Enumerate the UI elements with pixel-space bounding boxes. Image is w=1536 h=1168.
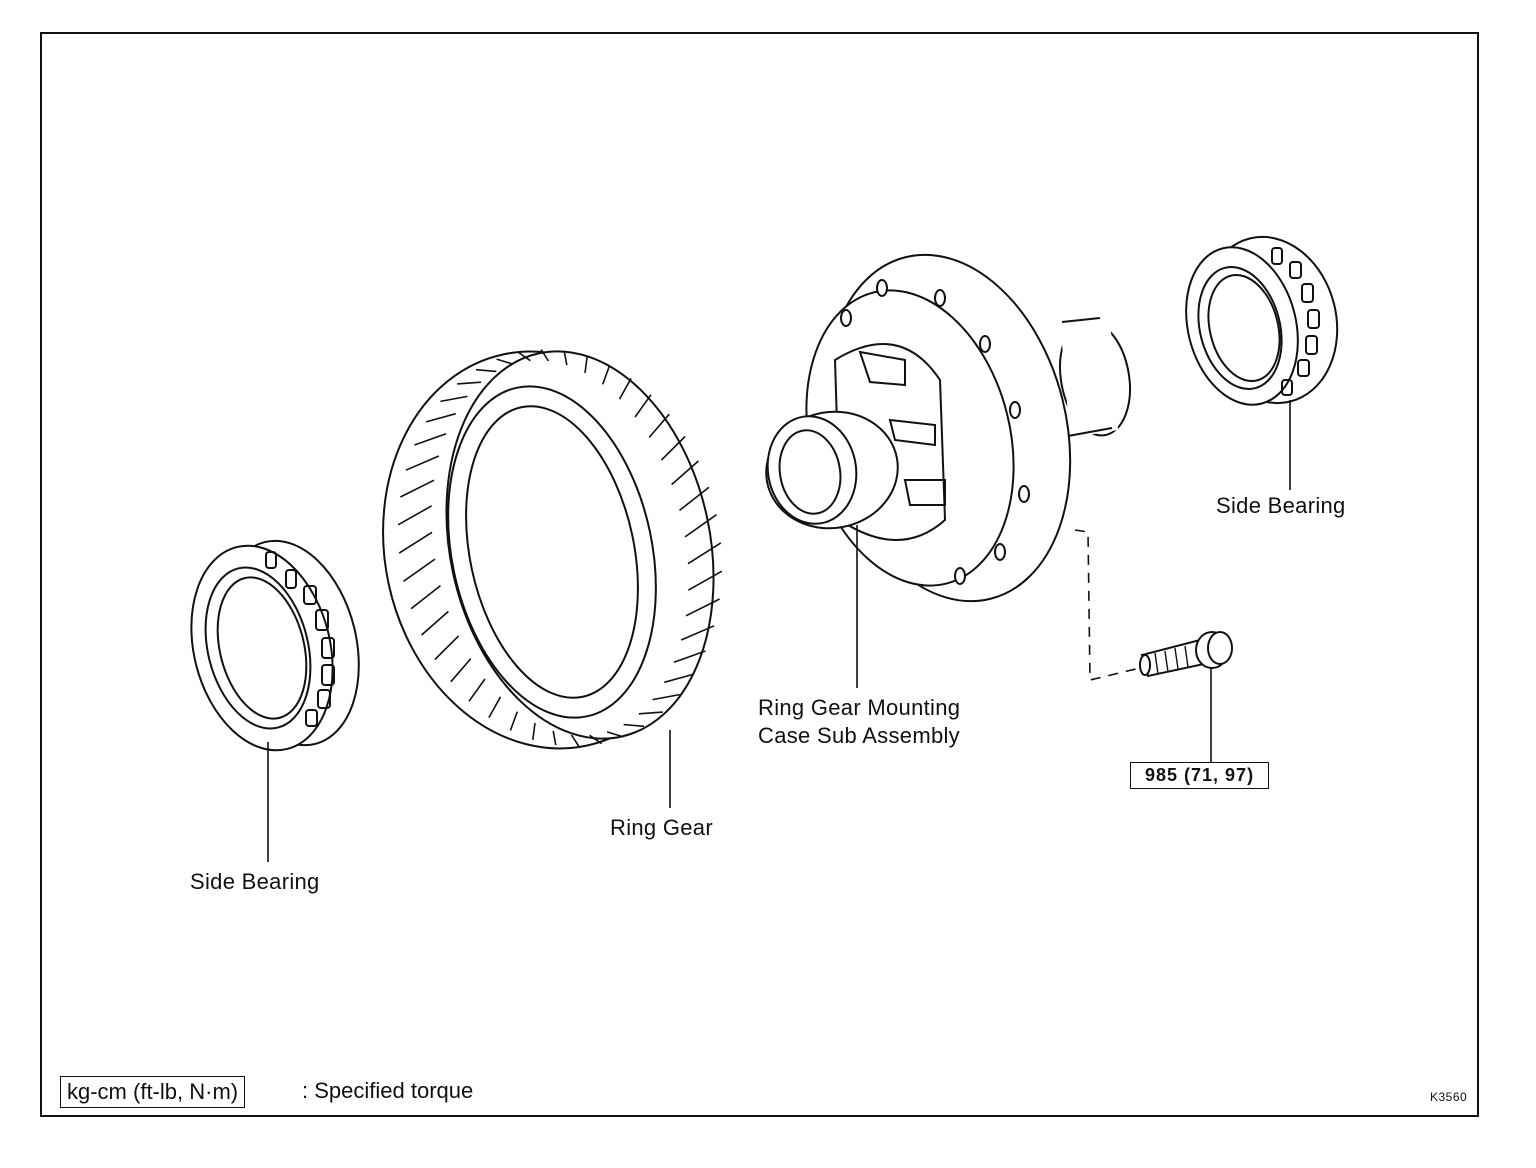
gear-tooth [540,349,550,362]
gear-tooth [673,650,706,664]
gear-tooth [685,598,720,617]
label-side-bearing-left: Side Bearing [190,869,320,894]
gear-tooth [425,412,456,423]
gear-tooth [403,558,436,582]
gear-tooth [660,435,686,461]
case-windows [858,350,946,506]
gear-tooth [398,531,433,554]
bolt-torque-box: 985 (71, 97) [1130,762,1270,789]
label-side-bearing-right: Side Bearing [1216,493,1346,518]
gear-tooth [509,711,519,731]
right-bearing-rollers [1271,247,1320,396]
gear-tooth [488,696,502,718]
frame-border [40,32,1479,1117]
gear-tooth [618,378,632,400]
gear-tooth [414,432,447,446]
gear-tooth [589,734,603,745]
gear-tooth [400,479,435,498]
gear-tooth [606,731,624,738]
figure-code: K3560 [1430,1090,1468,1104]
gear-tooth [664,673,695,684]
gear-tooth [421,610,449,636]
gear-tooth [457,381,482,385]
gear-tooth [440,395,468,403]
gear-tooth [552,730,557,746]
gear-tooth [405,455,440,471]
gear-tooth [563,350,568,366]
gear-tooth [584,356,588,374]
legend-unit-box: kg-cm (ft-lb, N·m) [60,1076,246,1108]
side-bearing-left [190,539,360,752]
gear-tooth [434,635,460,661]
gear-tooth [397,505,433,526]
label-mounting-case-line1: Ring Gear Mounting [758,695,961,720]
label-mounting-case-line2: Case Sub Assembly [758,723,960,748]
gear-tooth [601,365,611,385]
gear-tooth [570,734,580,747]
ring-gear-teeth [397,349,723,747]
gear-tooth [450,658,472,683]
gear-tooth [532,722,536,740]
gear-tooth [468,678,486,702]
gear-tooth [410,584,441,610]
mounting-case [765,253,1131,603]
gear-tooth [684,514,717,538]
gear-tooth [680,625,715,641]
bolt-threads [1154,645,1189,675]
bolt [1139,631,1233,678]
gear-tooth [634,394,652,418]
side-bearing-right [1185,235,1339,406]
gear-tooth [687,542,722,565]
legend-description: : Specified torque [302,1078,474,1103]
label-ring-gear: Ring Gear [610,815,713,840]
gear-tooth [679,486,710,512]
gear-tooth [623,723,645,728]
gear-tooth [517,351,531,362]
gear-tooth [638,711,663,715]
gear-tooth [475,368,497,373]
gear-tooth [671,460,699,486]
gear-tooth [648,413,670,438]
gear-tooth [652,693,680,701]
gear-tooth [687,570,723,591]
ring-gear [382,349,723,750]
gear-tooth [496,358,514,365]
left-bearing-rollers [265,551,335,727]
case-bolt-holes [840,279,1030,585]
bolt-alignment-dashes [1074,529,1141,682]
